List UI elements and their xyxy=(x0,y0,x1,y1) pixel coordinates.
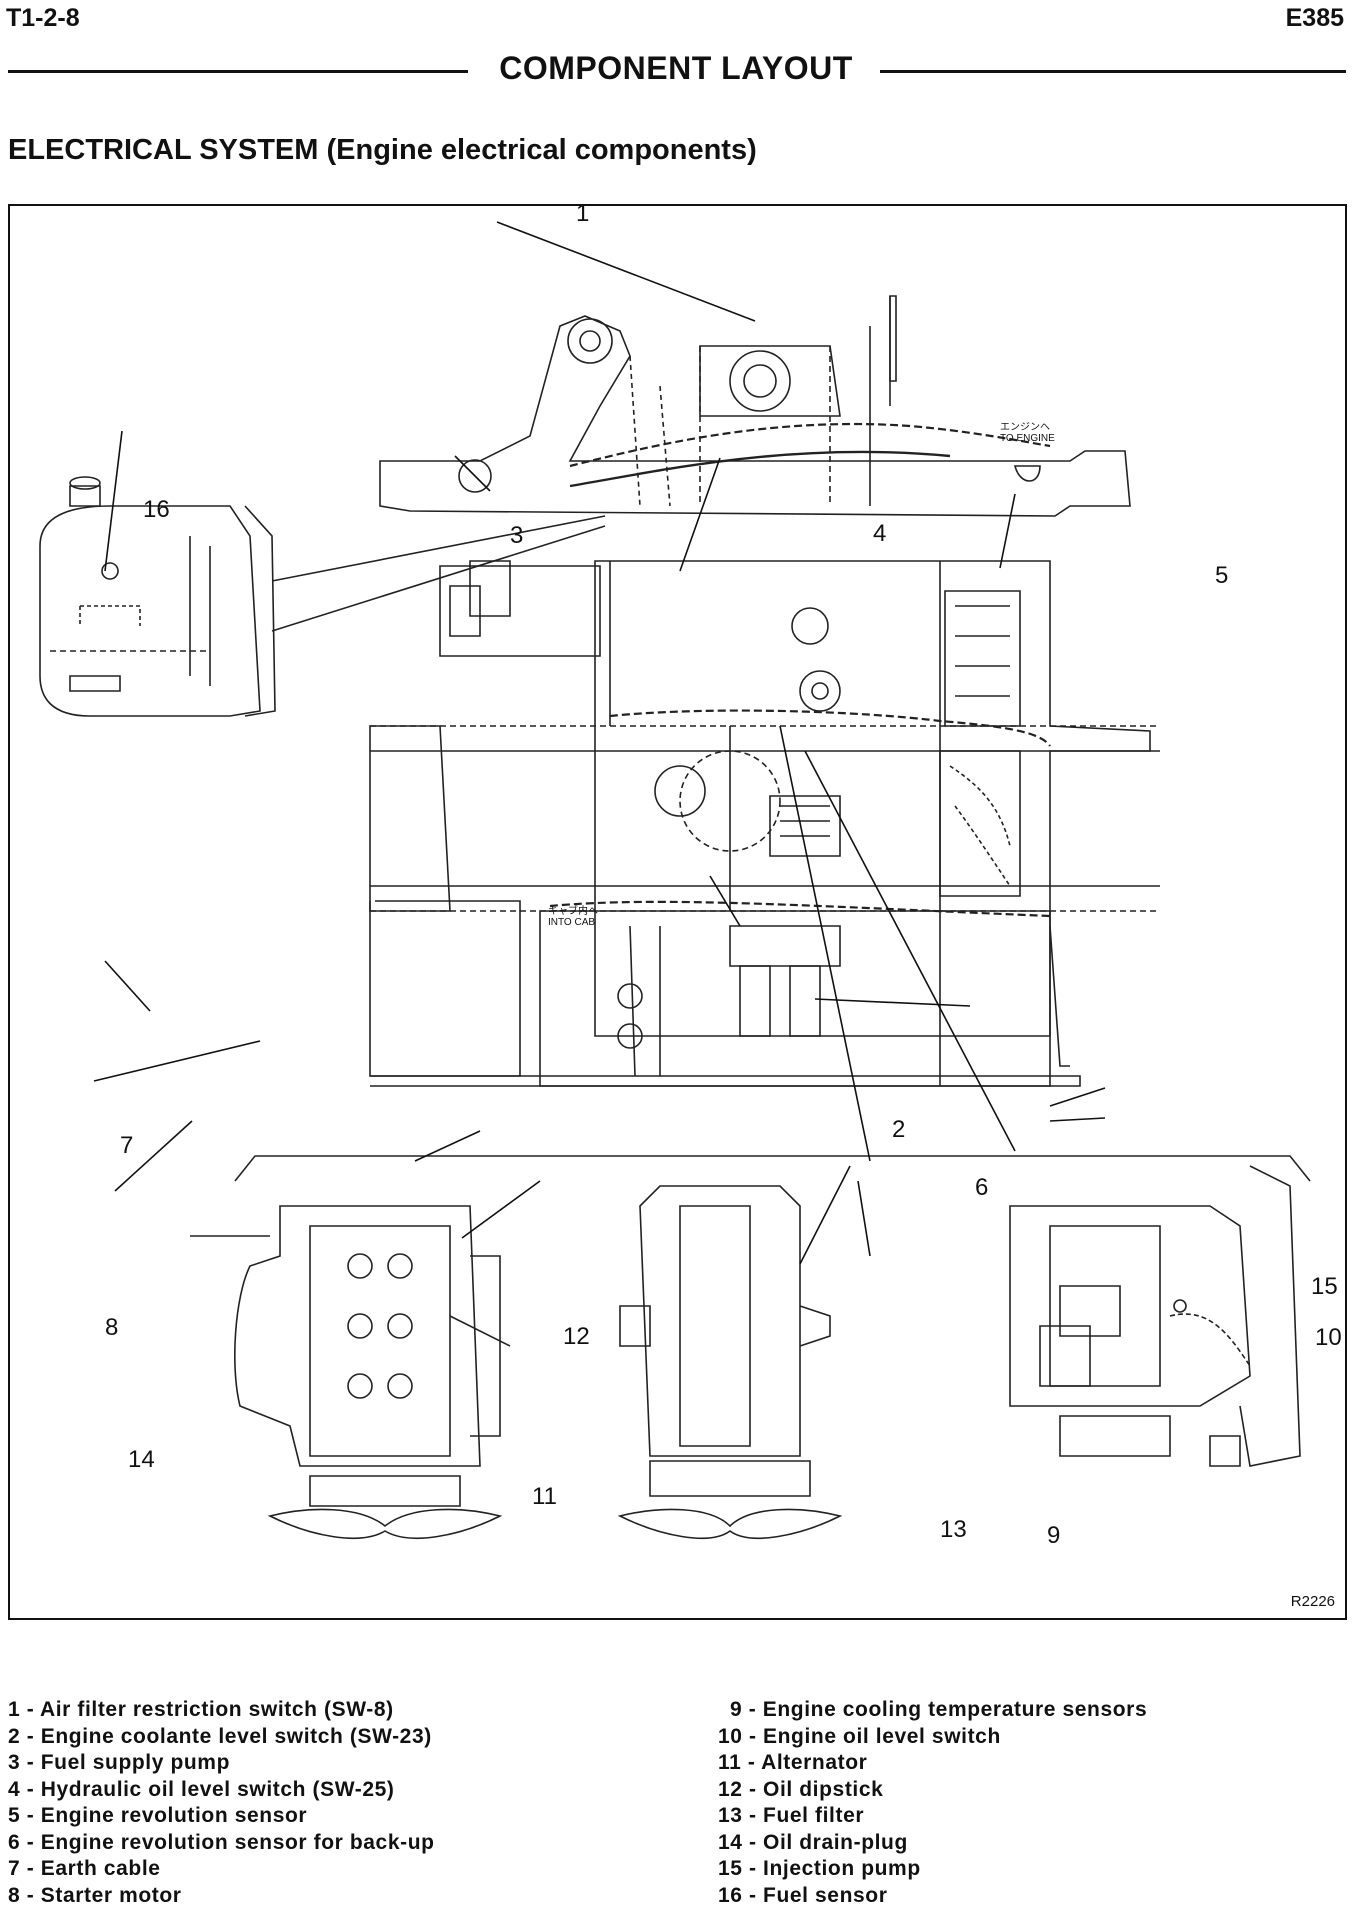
legend-item: 1 - Air filter restriction switch (SW-8) xyxy=(8,1697,435,1724)
legend-item: 7 - Earth cable xyxy=(8,1856,435,1883)
page-title: COMPONENT LAYOUT xyxy=(0,50,1352,87)
component-layout-drawing xyxy=(10,206,1345,1618)
callout-11: 11 xyxy=(532,1483,557,1511)
figure-frame: 1 16 3 4 5 2 7 6 15 8 12 10 14 11 13 9 エ… xyxy=(8,204,1347,1620)
legend-item: 16 - Fuel sensor xyxy=(718,1883,1147,1909)
callout-8: 8 xyxy=(105,1314,118,1342)
legend-item: 4 - Hydraulic oil level switch (SW-25) xyxy=(8,1777,435,1804)
engine-view-left xyxy=(190,1206,510,1538)
legend-item: 11 - Alternator xyxy=(718,1750,1147,1777)
callout-4: 4 xyxy=(873,520,886,548)
legend-item: 12 - Oil dipstick xyxy=(718,1777,1147,1804)
callout-10: 10 xyxy=(1315,1324,1342,1352)
section-heading: ELECTRICAL SYSTEM (Engine electrical com… xyxy=(8,134,757,167)
legend-item: 6 - Engine revolution sensor for back-up xyxy=(8,1830,435,1857)
callout-16: 16 xyxy=(143,496,170,524)
fuel-tank-detail xyxy=(40,477,605,716)
callout-5: 5 xyxy=(1215,562,1228,590)
leader-lines xyxy=(94,222,1105,1264)
legend-item: 15 - Injection pump xyxy=(718,1856,1147,1883)
legend-item: 9 - Engine cooling temperature sensors xyxy=(718,1697,1147,1724)
callout-12: 12 xyxy=(563,1323,590,1351)
upper-frame-side-view xyxy=(380,296,1130,516)
callout-14: 14 xyxy=(128,1446,155,1474)
legend-item: 13 - Fuel filter xyxy=(718,1803,1147,1830)
legend-item: 2 - Engine coolante level switch (SW-23) xyxy=(8,1724,435,1751)
legend-item: 10 - Engine oil level switch xyxy=(718,1724,1147,1751)
into-cab-note: キャブ内へ INTO CAB xyxy=(548,906,598,928)
callout-6: 6 xyxy=(975,1174,988,1202)
callout-2: 2 xyxy=(892,1116,905,1144)
machine-plan-view xyxy=(370,561,1160,1086)
engine-view-middle xyxy=(620,1186,840,1538)
callout-7: 7 xyxy=(120,1132,133,1160)
legend-item: 14 - Oil drain-plug xyxy=(718,1830,1147,1857)
callout-15: 15 xyxy=(1311,1273,1338,1301)
legend-item: 8 - Starter motor xyxy=(8,1883,435,1909)
legend-item: 5 - Engine revolution sensor xyxy=(8,1803,435,1830)
callout-1: 1 xyxy=(576,200,589,228)
figure-reference-code: R2226 xyxy=(1291,1593,1335,1610)
callout-13: 13 xyxy=(940,1516,967,1544)
engine-view-right xyxy=(1010,1166,1300,1466)
callout-9: 9 xyxy=(1047,1522,1060,1550)
model-code: E385 xyxy=(1286,4,1344,33)
legend-item: 3 - Fuel supply pump xyxy=(8,1750,435,1777)
legend-left-column: 1 - Air filter restriction switch (SW-8)… xyxy=(8,1697,435,1909)
to-engine-note: エンジンへ TO ENGINE xyxy=(1000,422,1055,444)
page-number: T1-2-8 xyxy=(6,4,80,33)
legend-right-column: 9 - Engine cooling temperature sensors 1… xyxy=(718,1697,1147,1909)
callout-3: 3 xyxy=(510,522,523,550)
